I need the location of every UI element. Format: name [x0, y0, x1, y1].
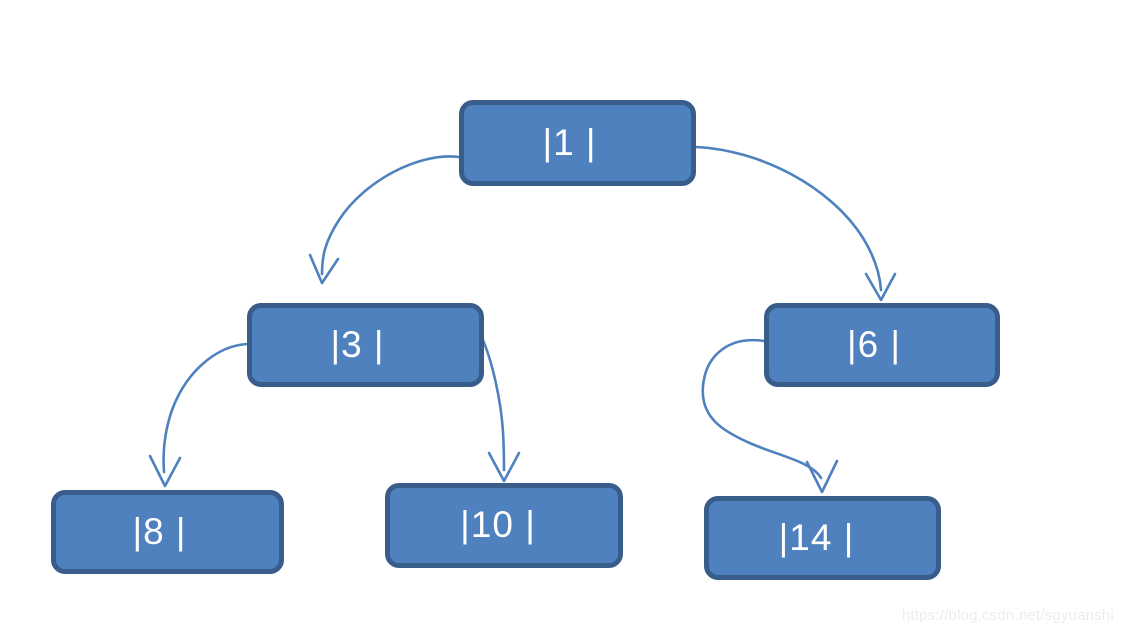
tree-node-14[interactable]: |14 |	[704, 496, 941, 580]
edge-3-to-8-arrowhead	[148, 454, 182, 488]
tree-node-1-label: |1 |	[542, 121, 597, 163]
edge-6-to-14-arrowhead	[805, 459, 839, 494]
edge-3-to-10-path	[480, 336, 506, 472]
watermark-text: https://blog.csdn.net/sgyuanshi	[901, 607, 1114, 624]
tree-node-6[interactable]: |6 |	[764, 303, 1000, 387]
tree-node-1[interactable]: |1 |	[459, 100, 696, 186]
edge-1-to-6-path	[694, 145, 883, 292]
tree-node-3[interactable]: |3 |	[247, 303, 484, 387]
edge-3-to-10-arrowhead	[487, 451, 521, 483]
tree-node-3-label: |3 |	[330, 323, 385, 365]
edge-1-to-3	[308, 155, 461, 285]
tree-node-8-label: |8 |	[132, 510, 187, 552]
tree-node-8[interactable]: |8 |	[51, 490, 284, 574]
tree-node-10-label: |10 |	[460, 504, 536, 545]
edge-3-to-8	[148, 342, 249, 488]
edge-1-to-3-path	[320, 155, 461, 276]
edge-3-to-10	[480, 336, 521, 483]
edge-1-to-6-arrowhead	[864, 272, 897, 302]
edge-1-to-6	[694, 145, 897, 302]
edge-3-to-8-path	[162, 342, 249, 474]
edge-1-to-3-arrowhead	[308, 253, 340, 285]
tree-node-6-label: |6 |	[846, 323, 902, 365]
tree-node-14-label: |14 |	[778, 516, 855, 558]
tree-node-10[interactable]: |10 |	[385, 483, 623, 568]
